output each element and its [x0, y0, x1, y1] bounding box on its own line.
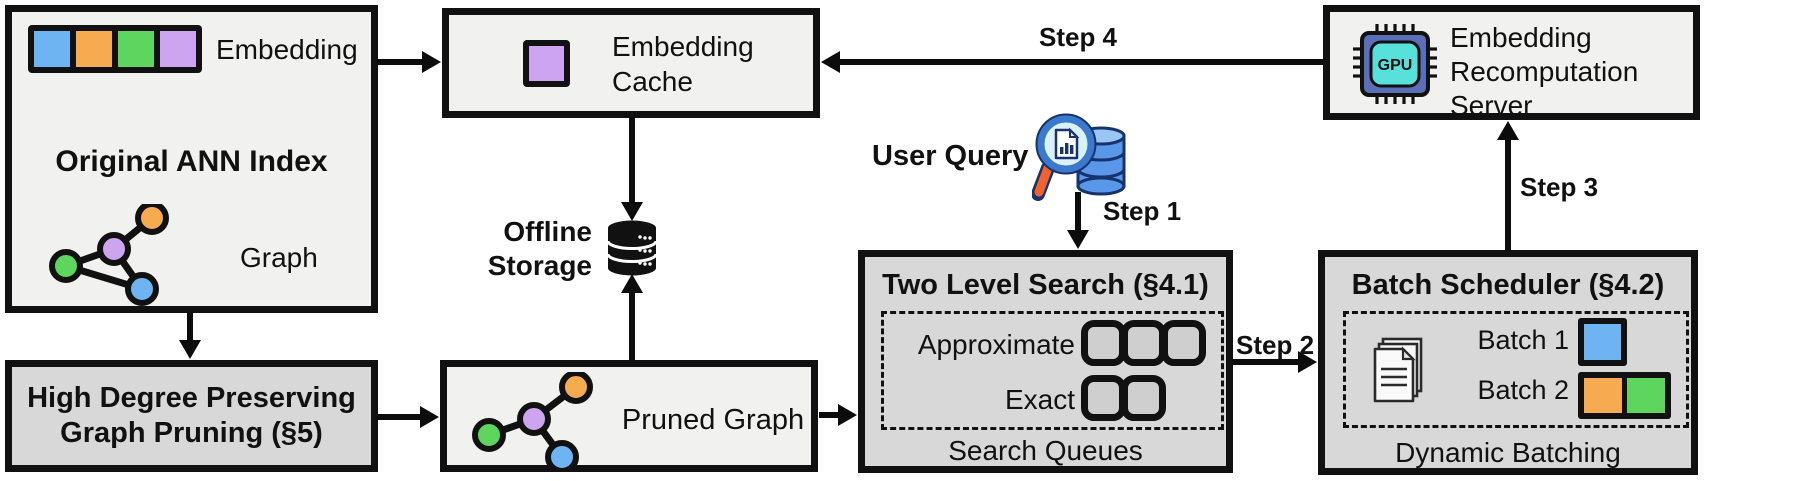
batch-1-embedding-icon	[1578, 318, 1627, 366]
database-icon	[606, 220, 658, 276]
arrow-ann-to-cache	[377, 51, 441, 73]
embedding-cell-orange	[76, 31, 112, 67]
exact-queue-slots	[1081, 375, 1166, 421]
recomputation-server-box: GPU Embedding Recomputation Server	[1323, 5, 1700, 122]
gpu-chip-text: GPU	[1378, 57, 1413, 74]
embedding-cell-blue	[34, 31, 70, 67]
graph-pruning-line1: High Degree Preserving	[27, 381, 356, 414]
pruned-graph-box: Pruned Graph	[440, 360, 818, 472]
ann-index-title: Original ANN Index	[55, 145, 328, 178]
dynamic-batching-region	[1343, 311, 1689, 428]
arrow-step-4	[821, 51, 1323, 73]
graph-pruning-line2: Graph Pruning (§5)	[60, 417, 323, 449]
arrow-pruned-graph-to-search	[819, 404, 857, 426]
arrow-ann-to-pruning	[179, 312, 201, 359]
queue-slot	[1121, 375, 1166, 421]
step-3-label: Step 3	[1520, 172, 1599, 202]
queue-slot	[1121, 320, 1166, 366]
pruned-graph-label: Pruned Graph	[621, 404, 805, 436]
search-queues-region	[881, 311, 1224, 430]
approximate-queue-label: Approximate	[917, 329, 1075, 360]
two-level-search-box: Two Level Search (§4.1) Approximate Exac…	[858, 250, 1233, 473]
arrow-pruned-graph-to-storage	[621, 274, 643, 360]
gpu-chip-icon: GPU	[1353, 24, 1437, 104]
queue-slot	[1081, 375, 1126, 421]
embedding-strip-icon	[28, 25, 202, 73]
batch-scheduler-title: Batch Scheduler (§4.2)	[1351, 269, 1665, 301]
two-level-search-title: Two Level Search (§4.1)	[882, 269, 1209, 301]
step-4-label: Step 4	[1038, 22, 1118, 52]
batch-scheduler-box: Batch Scheduler (§4.2) Batch 1 Batch 2 D…	[1318, 250, 1698, 475]
search-queues-caption: Search Queues	[948, 435, 1143, 466]
exact-queue-label: Exact	[1004, 384, 1075, 415]
approximate-queue-slots	[1081, 320, 1206, 366]
recomputation-server-label: Embedding Recomputation Server	[1450, 22, 1639, 122]
queue-slot	[1081, 320, 1126, 366]
magnifier-database-icon	[1032, 113, 1126, 201]
arrow-step-3	[1497, 121, 1519, 251]
batch-2-cell-orange	[1584, 378, 1622, 413]
batch-2-label: Batch 2	[1477, 375, 1569, 405]
pruned-graph-icon	[472, 372, 593, 472]
embedding-cache-box: Embedding Cache	[442, 8, 820, 118]
batch-2-cell-green	[1627, 378, 1665, 413]
embedding-cell-green	[118, 31, 154, 67]
embedding-label: Embedding	[216, 34, 358, 65]
documents-icon	[1373, 337, 1423, 403]
graph-pruning-box: High Degree Preserving Graph Pruning (§5…	[5, 360, 378, 472]
dynamic-batching-caption: Dynamic Batching	[1395, 437, 1621, 468]
embedding-cell-purple	[160, 31, 196, 67]
queue-slot	[1161, 320, 1206, 366]
arrow-pruning-to-pruned-graph	[377, 406, 439, 428]
ann-graph-icon	[49, 204, 169, 306]
embedding-cache-label: Embedding Cache	[612, 31, 754, 97]
step-2-label: Step 2	[1236, 330, 1315, 360]
cached-embedding-icon	[523, 40, 570, 87]
graph-label: Graph	[240, 242, 318, 273]
offline-storage-label: Offline Storage	[487, 216, 592, 281]
batch-2-embeddings-icon	[1578, 372, 1671, 419]
batch-1-label: Batch 1	[1477, 325, 1569, 355]
step-1-label: Step 1	[1103, 196, 1182, 226]
original-ann-index-box: Embedding Original ANN Index Graph	[5, 5, 378, 313]
user-query-label: User Query	[872, 140, 1029, 172]
arrow-cache-to-storage	[621, 117, 643, 221]
